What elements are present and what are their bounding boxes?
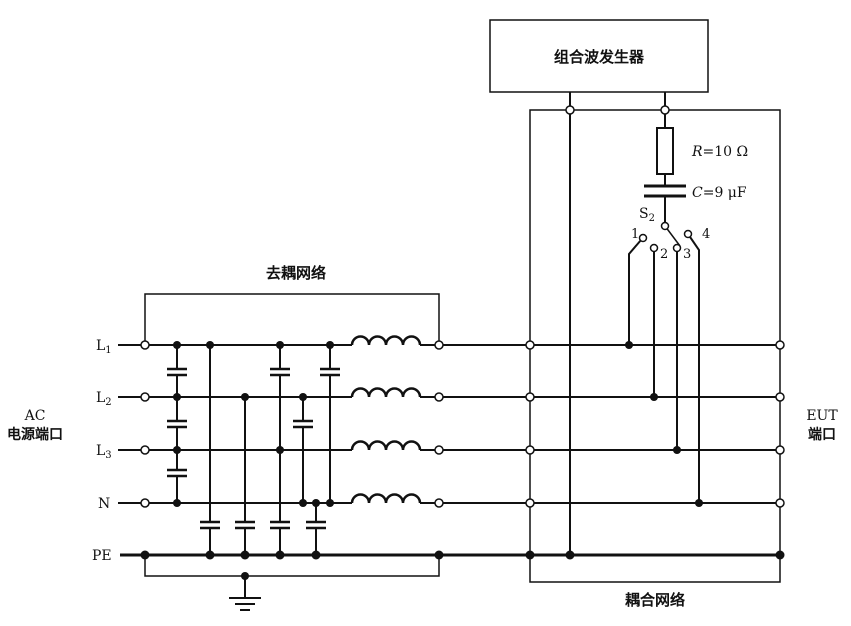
coupling-network-label: 耦合网络 [625, 591, 685, 609]
ac-port-label-line1: AC [24, 408, 46, 424]
inductor-l1 [350, 335, 422, 346]
generator-label: 组合波发生器 [554, 48, 645, 66]
label-l2: L2 [96, 390, 112, 408]
eut-port-label-line1: EUT [806, 408, 838, 424]
label-n: N [98, 496, 110, 512]
resistor [656, 127, 674, 175]
decoupling-network-bottom [144, 555, 440, 577]
inductor-l2 [350, 387, 422, 398]
resistor-label: R=10 Ω [691, 144, 748, 160]
switch-position-1: 1 [631, 227, 639, 242]
label-pe: PE [92, 548, 112, 564]
decoupling-network-outline [144, 293, 440, 345]
switch-position-2: 2 [660, 247, 668, 262]
inductor-l3 [350, 440, 422, 451]
switch-lead-1 [628, 239, 642, 345]
switch-lead-4 [687, 233, 700, 503]
capacitor-label: C=9 μF [692, 185, 747, 201]
inductor-n [350, 493, 422, 504]
switch-position-3: 3 [683, 247, 691, 262]
switch-position-4: 4 [702, 227, 710, 242]
label-l1: L1 [96, 338, 112, 356]
decoupling-network-label: 去耦网络 [266, 264, 326, 282]
switch-label: S2 [639, 206, 655, 224]
junction-dots [140, 341, 785, 580]
eut-port-label-line2: 端口 [808, 426, 836, 443]
label-l3: L3 [96, 443, 112, 461]
terminal-circles [140, 105, 785, 508]
generator-box [489, 19, 709, 93]
ac-port-label-line2: 电源端口 [7, 426, 63, 443]
